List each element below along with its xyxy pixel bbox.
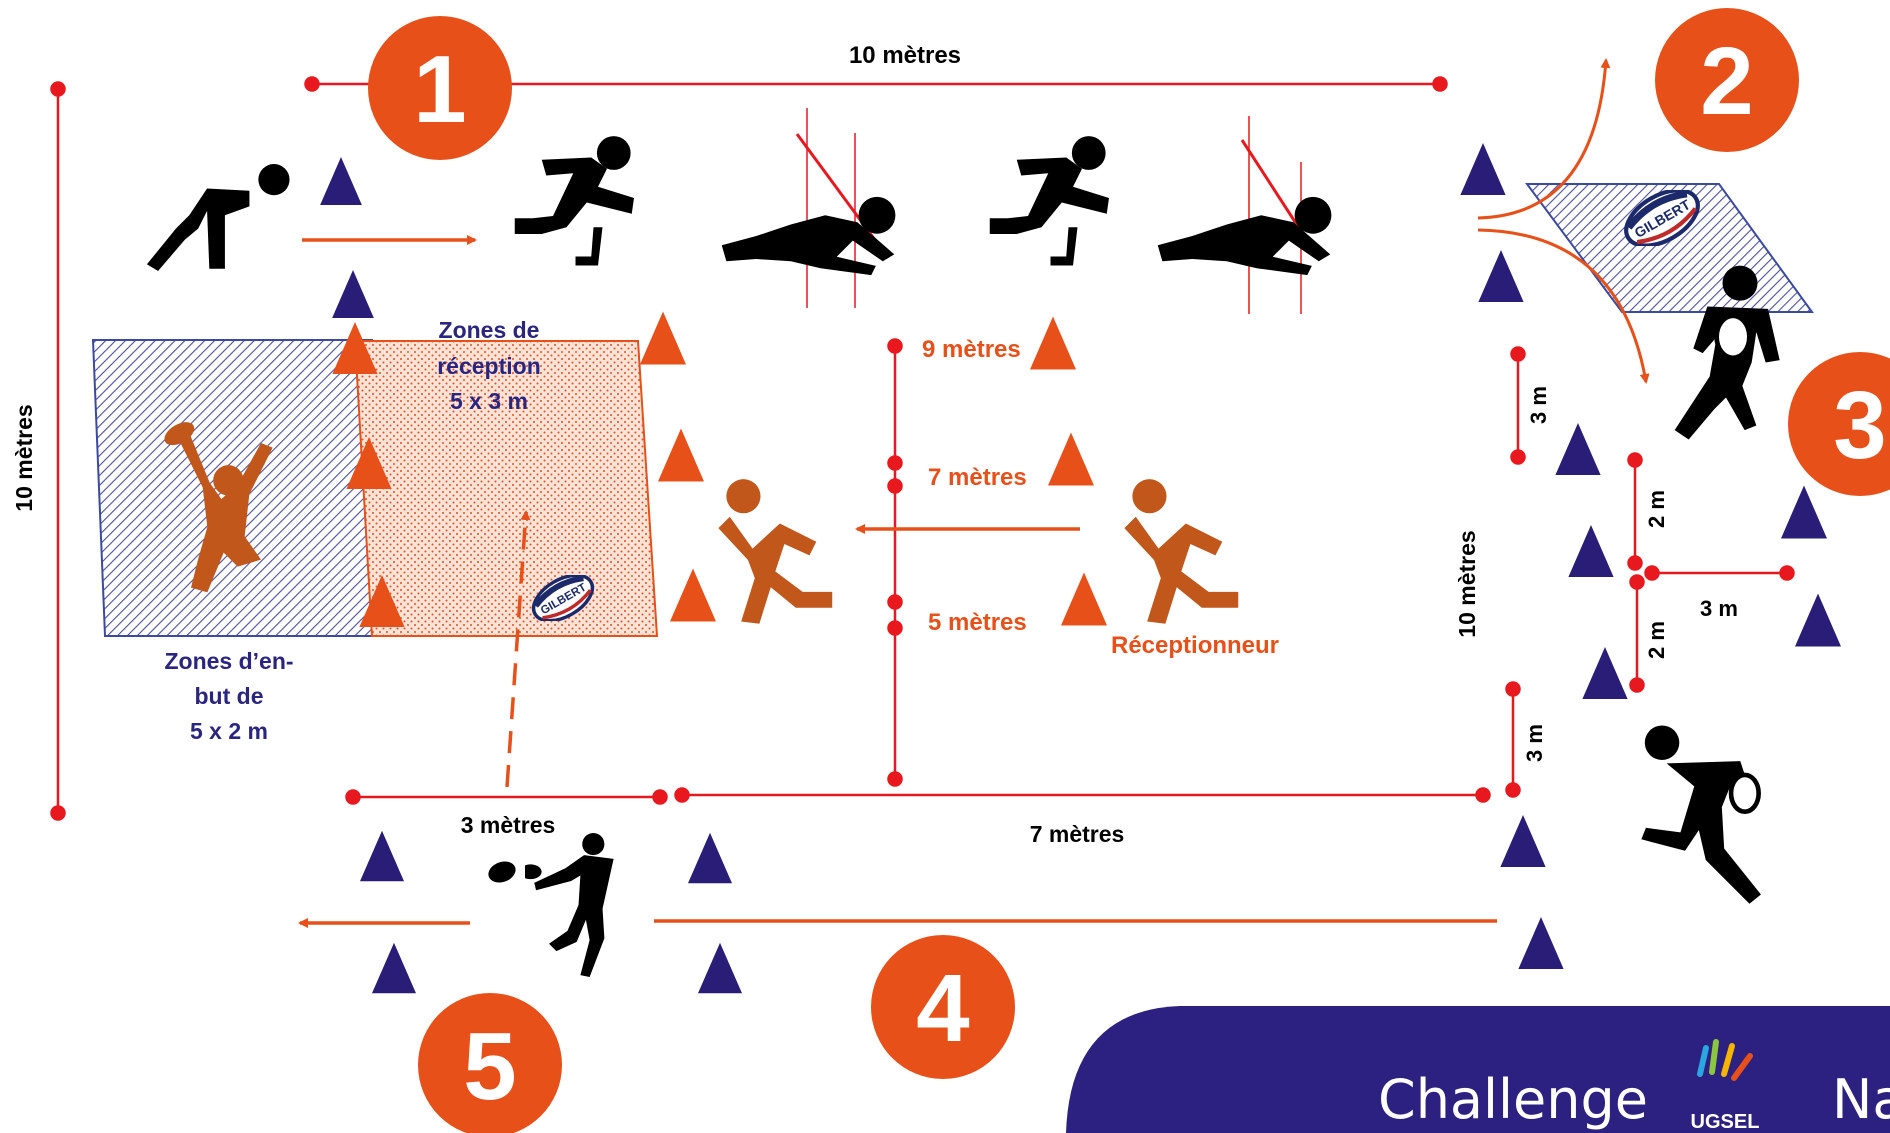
- svg-text:Zones de: Zones de: [439, 317, 540, 343]
- running-player-icon: [1124, 479, 1239, 624]
- cone-icon: [360, 830, 404, 882]
- station-badges: 1 2 3 4 5: [368, 8, 1890, 1133]
- svg-text:UGSEL: UGSEL: [1691, 1111, 1760, 1133]
- station-badge-1: 1: [368, 16, 512, 160]
- runner-start-icon: [146, 164, 290, 271]
- challenge-banner: Challenge UGSEL Na: [1066, 1006, 1890, 1133]
- svg-text:5: 5: [463, 1013, 516, 1120]
- cone-icon: [1460, 143, 1506, 195]
- hurdle-jumper-icon: [989, 136, 1109, 266]
- ugsel-logo-icon: UGSEL: [1691, 1039, 1760, 1133]
- cone-icon: [1048, 432, 1094, 486]
- svg-text:réception: réception: [437, 353, 541, 379]
- banner-word-na: Na: [1832, 1068, 1890, 1131]
- svg-text:5 x 3 m: 5 x 3 m: [450, 388, 528, 414]
- crawler-icon: [1157, 196, 1332, 276]
- receiver-label: Réceptionneur: [1111, 632, 1279, 659]
- endzone-label: Zones d’en- but de 5 x 2 m: [164, 648, 293, 744]
- cone-icon: [332, 270, 374, 318]
- svg-text:4: 4: [916, 955, 969, 1062]
- passing-player-icon: [1641, 725, 1761, 903]
- reception-zone-label: Zones de réception 5 x 3 m: [437, 317, 541, 414]
- station3-label-c: 3 m: [1700, 596, 1738, 621]
- three-metres-label: 3 mètres: [461, 812, 556, 838]
- right-height-label: 10 mètres: [1454, 530, 1480, 637]
- cone-icon: [1500, 815, 1546, 867]
- svg-text:Zones d’en-: Zones d’en-: [164, 648, 293, 674]
- cone-icon: [1582, 647, 1628, 699]
- seven-metres-bottom-label: 7 mètres: [1030, 821, 1125, 847]
- station-badge-2: 2: [1655, 8, 1799, 152]
- crawler-icon: [721, 196, 896, 276]
- cone-icon: [670, 568, 716, 622]
- station3-label-a: 3 m: [1526, 386, 1551, 424]
- kicked-ball-icon: [488, 861, 516, 883]
- cone-icon: [372, 942, 416, 994]
- cone-icon: [698, 942, 742, 994]
- svg-text:2: 2: [1700, 28, 1753, 135]
- cone-icon: [1061, 572, 1107, 626]
- cone-icon: [1555, 423, 1601, 475]
- station3-label-e: 3 m: [1522, 724, 1547, 762]
- cone-icon: [1478, 250, 1524, 302]
- left-height-label: 10 mètres: [11, 404, 37, 511]
- svg-text:but de: but de: [195, 683, 264, 709]
- cone-icon: [1030, 316, 1076, 370]
- cone-icon: [688, 832, 732, 884]
- station-badge-5: 5: [418, 993, 562, 1133]
- cone-icon: [1795, 593, 1841, 647]
- cone-icon: [1518, 917, 1564, 969]
- cone-icon: [1781, 485, 1827, 539]
- cone-icon: [658, 428, 704, 482]
- kicking-player-icon: [525, 833, 614, 977]
- cone-icon: [1568, 525, 1614, 577]
- station3-label-d: 2 m: [1644, 621, 1669, 659]
- svg-text:5 x 2 m: 5 x 2 m: [190, 718, 268, 744]
- running-player-icon: [718, 479, 833, 624]
- station-badge-4: 4: [871, 935, 1015, 1079]
- reception-zone-area: [353, 340, 659, 637]
- svg-text:1: 1: [413, 36, 466, 143]
- cone-icon: [640, 311, 686, 365]
- station-badge-3: 3: [1788, 352, 1890, 496]
- cone-icon: [320, 157, 362, 205]
- nine-metres-label: 9 mètres: [922, 336, 1021, 363]
- top-width-label: 10 mètres: [849, 42, 961, 69]
- five-metres-label: 5 mètres: [928, 609, 1027, 636]
- station3-label-b: 2 m: [1644, 490, 1669, 528]
- movement-arrows: [298, 58, 1650, 928]
- svg-text:3: 3: [1833, 372, 1886, 479]
- hurdle-jumper-icon: [514, 136, 634, 266]
- seven-metres-label: 7 mètres: [928, 464, 1027, 491]
- banner-word-challenge: Challenge: [1378, 1068, 1648, 1131]
